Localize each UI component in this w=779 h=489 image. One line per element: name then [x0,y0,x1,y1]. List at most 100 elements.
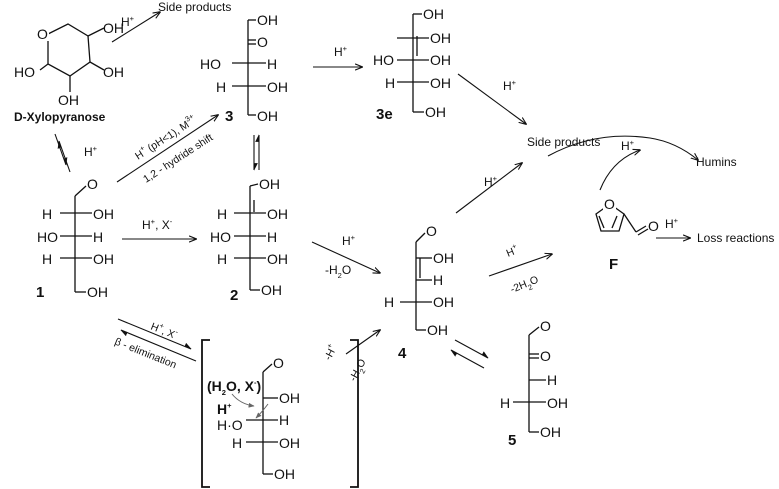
loss-reactions-label: Loss reactions [697,231,774,245]
int-oh-1: OH [279,390,300,406]
c3e-oh-3: OH [430,75,451,91]
compound-1-structure: O H OH HO H H OH OH 1 [36,176,114,301]
cond-2-4-minus-water: -H2O [325,263,351,280]
c3e-oh-2: OH [430,52,451,68]
arrow-1-to-3 [116,115,218,183]
compound-3e-number: 3e [376,106,393,123]
c5-keto-o: O [540,348,551,364]
furan-oxygen: O [604,196,615,212]
ring-oxygen: O [37,26,48,42]
cond-3-3e-h: H+ [334,44,348,59]
c5-oh-bottom: OH [540,424,561,440]
c2-oh-bottom: OH [261,282,282,298]
cond-int-4-minus-water: -H2O [347,357,371,385]
c4-aldehyde-o: O [426,223,437,239]
c5-h-2: H [500,395,510,411]
arrow-xylo-side-products [111,12,160,43]
c2-h-1: H [217,206,227,222]
arrow-side-products-to-humins [547,135,698,160]
compound-3-number: 3 [225,108,233,125]
int-aldehyde-o: O [273,355,284,371]
furfural-aldehyde-o: O [648,218,659,234]
c3-oh-top: OH [257,12,278,28]
eq-4-5-a [454,339,489,359]
c3e-oh-top: OH [423,6,444,22]
compound-2-structure: OH H OH HO H H OH OH 2 [210,176,288,304]
int-oh-2: OH [279,435,300,451]
bracketed-intermediate: O OH H H OH OH (H2O, X-) H+ H·O [201,339,359,488]
side-products-mid-label: Side products [527,135,600,149]
c3-ho: HO [200,56,221,72]
xylo-oh-3: OH [58,92,79,108]
c5-h-1: H [547,372,557,388]
cond-xylo-side-h: H+ [121,14,135,29]
c4-h-1: H [433,272,443,288]
xylo-oh-2: OH [103,64,124,80]
eq-xylo-1-b [57,140,71,173]
c3e-oh-bottom: OH [425,104,446,120]
c3-keto-o: O [257,34,268,50]
cond-4-f-h: H+ [504,241,521,260]
c1-h-1: H [42,206,52,222]
int-h-2: H [232,435,242,451]
c3-h-2: H [216,79,226,95]
c3-oh-bottom: OH [257,108,278,124]
int-h2o-x: (H2O, X-) [207,378,261,397]
cond-xylo-1-h: H+ [84,144,98,159]
int-h-dot-o: H·O [217,417,243,433]
c3e-h: H [385,75,395,91]
compound-3-structure: OH O HO H H OH OH 3 [200,12,288,125]
c1-ho-2: HO [37,229,58,245]
cond-int-4-minus-h: -H+ [319,341,340,362]
humins-label: Humins [696,155,737,169]
c5-aldehyde-o: O [540,318,551,334]
cond-1-2-h-x: H+, X- [142,217,173,232]
c3-h-1: H [267,56,277,72]
c2-oh-3: OH [267,251,288,267]
arrow-2-to-4 [311,241,380,273]
arrow-intermediate-to-4 [345,330,380,355]
compound-3e-structure: OH OH HO OH H OH OH 3e [373,6,451,123]
c5-oh: OH [547,395,568,411]
furfural-structure: O O F [595,196,659,273]
c1-h-2: H [93,229,103,245]
c4-oh-2: OH [433,294,454,310]
arrow-f-to-humins [599,150,640,191]
cond-4-f-minus-two-water: -2H2O [509,274,542,299]
c4-h-2: H [384,294,394,310]
cond-3e-side-h: H+ [503,78,517,93]
c2-h-3: H [217,251,227,267]
cond-4-side-h: H+ [484,174,498,189]
int-h-1: H [279,412,289,428]
d-xylopyranose-structure: O OH OH HO OH D-Xylopyranose [14,20,124,124]
eq-xylo-1-a [54,133,68,166]
c3-oh-2: OH [267,79,288,95]
c2-ho: HO [210,229,231,245]
c1-h-3: H [42,251,52,267]
compound-f-number: F [609,256,618,273]
compound-5-structure: O O H H OH OH 5 [500,318,568,449]
compound-4-number: 4 [398,345,407,362]
xylo-oh-1: OH [103,20,124,36]
c3e-oh-1: OH [430,30,451,46]
c4-oh-bottom: OH [427,322,448,338]
compound-4-structure: O OH H H OH OH 4 [384,223,454,362]
cond-1-int-h-x: H+, X- [149,318,180,342]
c1-oh-1: OH [93,206,114,222]
c1-aldehyde-o: O [87,176,98,192]
cond-2-4-h: H+ [342,233,356,248]
c1-oh-4: OH [87,284,108,300]
reaction-arrows [54,12,698,369]
c3e-ho: HO [373,52,394,68]
c4-oh-1: OH [433,250,454,266]
eq-1-int-b [120,329,197,362]
c2-oh-1: OH [267,206,288,222]
int-oh-bottom: OH [274,466,295,482]
xylo-ho-4: HO [14,64,35,80]
compound-1-number: 1 [36,284,44,301]
compound-5-number: 5 [508,432,516,449]
d-xylopyranose-label: D-Xylopyranose [14,110,106,124]
arrow-4-to-side-products [455,163,522,214]
cond-f-loss-h: H+ [665,216,679,231]
